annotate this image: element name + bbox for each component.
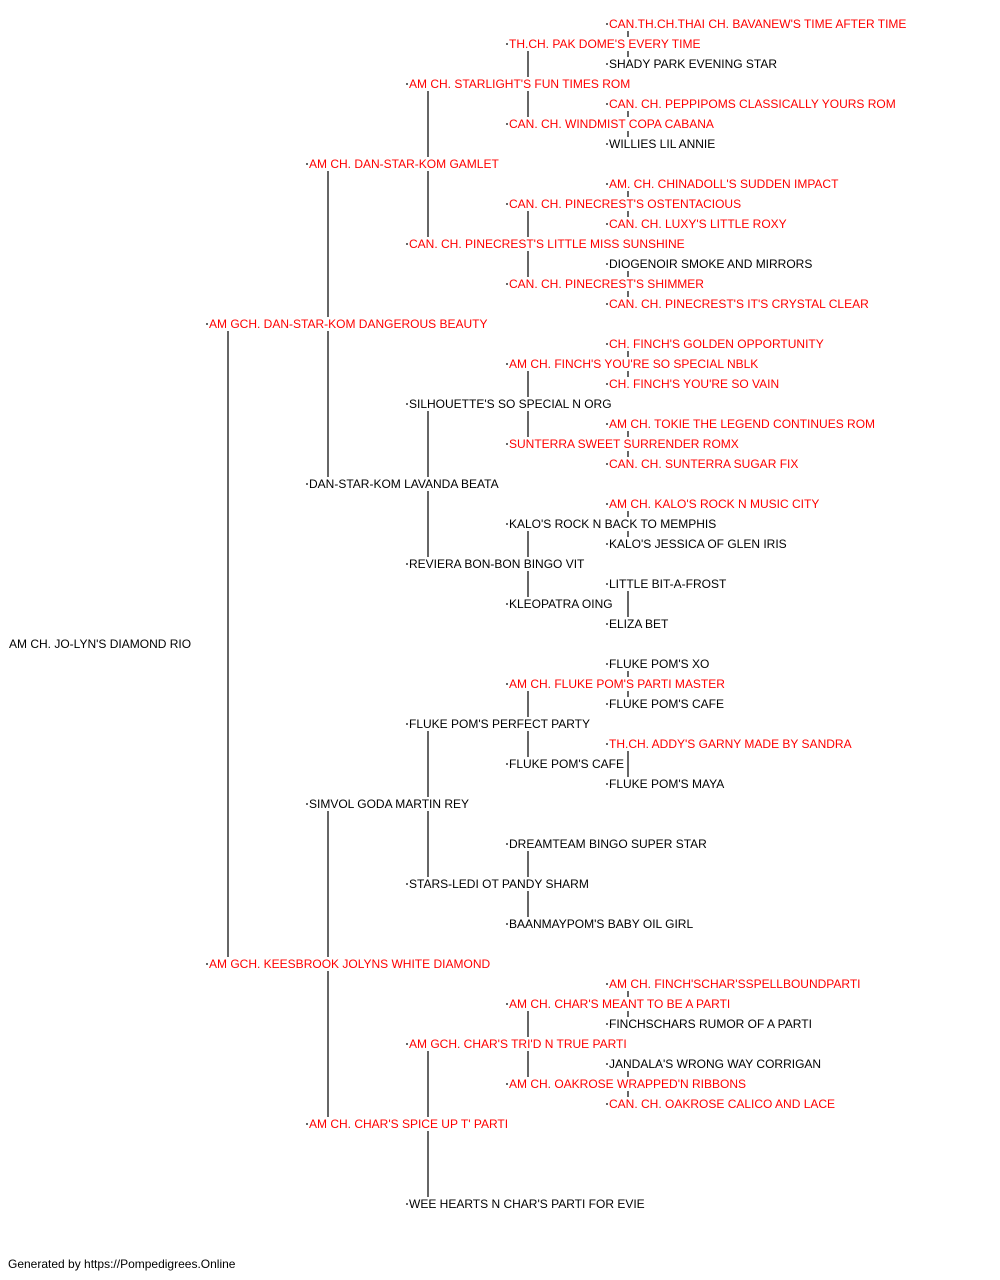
ancestor-sire-sire-dam-sire-sire: AM. CH. CHINADOLL'S SUDDEN IMPACT (608, 177, 840, 191)
ancestor-dam-dam-sire: AM GCH. CHAR'S TRI'D N TRUE PARTI (408, 1037, 628, 1051)
ancestor-sire-dam-sire-sire-sire: CH. FINCH'S GOLDEN OPPORTUNITY (608, 337, 825, 351)
ancestor-dam-sire-sire-sire: AM CH. FLUKE POM'S PARTI MASTER (508, 677, 726, 691)
connector-dam-dam-sire (406, 1043, 429, 1124)
ancestor-dam-sire-sire-sire-sire: FLUKE POM'S XO (608, 657, 711, 671)
ancestor-dam: AM GCH. KEESBROOK JOLYNS WHITE DIAMOND (208, 957, 492, 971)
connector-dam-sire-sire (406, 723, 429, 804)
ancestor-dam-sire-dam: STARS-LEDI OT PANDY SHARM (408, 877, 590, 891)
connector-sire-sire (306, 163, 329, 324)
ancestor-sire-sire-sire-sire-sire: CAN.TH.CH.THAI CH. BAVANEW'S TIME AFTER … (608, 17, 908, 31)
connector-sire (206, 323, 229, 644)
ancestor-dam-dam-sire-sire: AM CH. CHAR'S MEANT TO BE A PARTI (508, 997, 732, 1011)
ancestor-dam-dam-sire-sire-dam: FINCHSCHARS RUMOR OF A PARTI (608, 1017, 813, 1031)
connector-sire-sire-sire (406, 83, 429, 164)
ancestor-sire: AM GCH. DAN-STAR-KOM DANGEROUS BEAUTY (208, 317, 489, 331)
ancestor-dam-sire-sire-dam: FLUKE POM'S CAFE (508, 757, 625, 771)
subject-dog: AM CH. JO-LYN'S DIAMOND RIO (8, 637, 193, 651)
ancestor-sire-dam-sire-sire-dam: CH. FINCH'S YOU'RE SO VAIN (608, 377, 781, 391)
ancestor-sire-dam-dam-dam: KLEOPATRA OING (508, 597, 614, 611)
ancestor-sire-sire-sire-sire: TH.CH. PAK DOME'S EVERY TIME (508, 37, 702, 51)
ancestor-sire-sire-sire-sire-dam: SHADY PARK EVENING STAR (608, 57, 779, 71)
ancestor-sire-dam-dam: REVIERA BON-BON BINGO VIT (408, 557, 586, 571)
ancestor-sire-sire-dam-dam-sire: DIOGENOIR SMOKE AND MIRRORS (608, 257, 814, 271)
ancestor-sire-sire-dam-dam: CAN. CH. PINECREST'S SHIMMER (508, 277, 705, 291)
ancestor-sire-dam-dam-sire: KALO'S ROCK N BACK TO MEMPHIS (508, 517, 718, 531)
ancestor-sire-sire-sire: AM CH. STARLIGHT'S FUN TIMES ROM (408, 77, 632, 91)
ancestor-sire-sire-dam-sire: CAN. CH. PINECREST'S OSTENTACIOUS (508, 197, 743, 211)
ancestor-sire-dam-dam-dam-sire: LITTLE BIT-A-FROST (608, 577, 728, 591)
connector-dam-sire-dam (406, 804, 429, 885)
connector-sire-dam-dam (406, 484, 429, 565)
ancestor-dam-sire-sire-dam-sire: TH.CH. ADDY'S GARNY MADE BY SANDRA (608, 737, 853, 751)
ancestor-dam-sire-dam-dam: BAANMAYPOM'S BABY OIL GIRL (508, 917, 695, 931)
ancestor-sire-sire-dam-dam-dam: CAN. CH. PINECREST'S IT'S CRYSTAL CLEAR (608, 297, 870, 311)
ancestor-dam-sire-sire-dam-dam: FLUKE POM'S MAYA (608, 777, 726, 791)
ancestor-sire-dam-sire-dam: SUNTERRA SWEET SURRENDER ROMX (508, 437, 740, 451)
ancestor-sire-sire: AM CH. DAN-STAR-KOM GAMLET (308, 157, 500, 171)
connector-dam-sire (306, 803, 329, 964)
ancestor-sire-dam-sire-dam-dam: CAN. CH. SUNTERRA SUGAR FIX (608, 457, 800, 471)
ancestor-sire-dam-dam-sire-sire: AM CH. KALO'S ROCK N MUSIC CITY (608, 497, 821, 511)
connector-sire-dam (306, 324, 329, 485)
ancestor-dam-sire-dam-sire: DREAMTEAM BINGO SUPER STAR (508, 837, 708, 851)
footer-credit: Generated by https://Pompedigrees.Online (8, 1257, 236, 1271)
ancestor-sire-dam: DAN-STAR-KOM LAVANDA BEATA (308, 477, 500, 491)
connector-dam (206, 644, 229, 965)
ancestor-sire-dam-dam-sire-dam: KALO'S JESSICA OF GLEN IRIS (608, 537, 788, 551)
ancestor-dam-dam-sire-dam-sire: JANDALA'S WRONG WAY CORRIGAN (608, 1057, 823, 1071)
ancestor-dam-dam-sire-dam-dam: CAN. CH. OAKROSE CALICO AND LACE (608, 1097, 837, 1111)
ancestor-dam-sire-sire-sire-dam: FLUKE POM'S CAFE (608, 697, 725, 711)
connector-sire-dam-sire (406, 403, 429, 484)
ancestor-sire-sire-dam-sire-dam: CAN. CH. LUXY'S LITTLE ROXY (608, 217, 788, 231)
ancestor-sire-dam-dam-dam-dam: ELIZA BET (608, 617, 670, 631)
ancestor-dam-dam: AM CH. CHAR'S SPICE UP T' PARTI (308, 1117, 510, 1131)
ancestor-sire-sire-sire-dam-sire: CAN. CH. PEPPIPOMS CLASSICALLY YOURS ROM (608, 97, 897, 111)
ancestor-sire-sire-sire-dam-dam: WILLIES LIL ANNIE (608, 137, 717, 151)
ancestor-dam-dam-sire-sire-sire: AM CH. FINCH'SCHAR'SSPELLBOUNDPARTI (608, 977, 862, 991)
ancestor-sire-sire-sire-dam: CAN. CH. WINDMIST COPA CABANA (508, 117, 715, 131)
ancestor-dam-dam-sire-dam: AM CH. OAKROSE WRAPPED'N RIBBONS (508, 1077, 747, 1091)
ancestor-sire-dam-sire-sire: AM CH. FINCH'S YOU'RE SO SPECIAL NBLK (508, 357, 760, 371)
connector-dam-dam (306, 964, 329, 1125)
ancestor-dam-sire-sire: FLUKE POM'S PERFECT PARTY (408, 717, 591, 731)
connector-sire-sire-dam (406, 164, 429, 245)
ancestor-sire-sire-dam: CAN. CH. PINECREST'S LITTLE MISS SUNSHIN… (408, 237, 686, 251)
ancestor-dam-dam-dam: WEE HEARTS N CHAR'S PARTI FOR EVIE (408, 1197, 646, 1211)
ancestor-sire-dam-sire: SILHOUETTE'S SO SPECIAL N ORG (408, 397, 613, 411)
connector-dam-dam-dam (406, 1124, 429, 1205)
ancestor-sire-dam-sire-dam-sire: AM CH. TOKIE THE LEGEND CONTINUES ROM (608, 417, 877, 431)
ancestor-dam-sire: SIMVOL GODA MARTIN REY (308, 797, 471, 811)
